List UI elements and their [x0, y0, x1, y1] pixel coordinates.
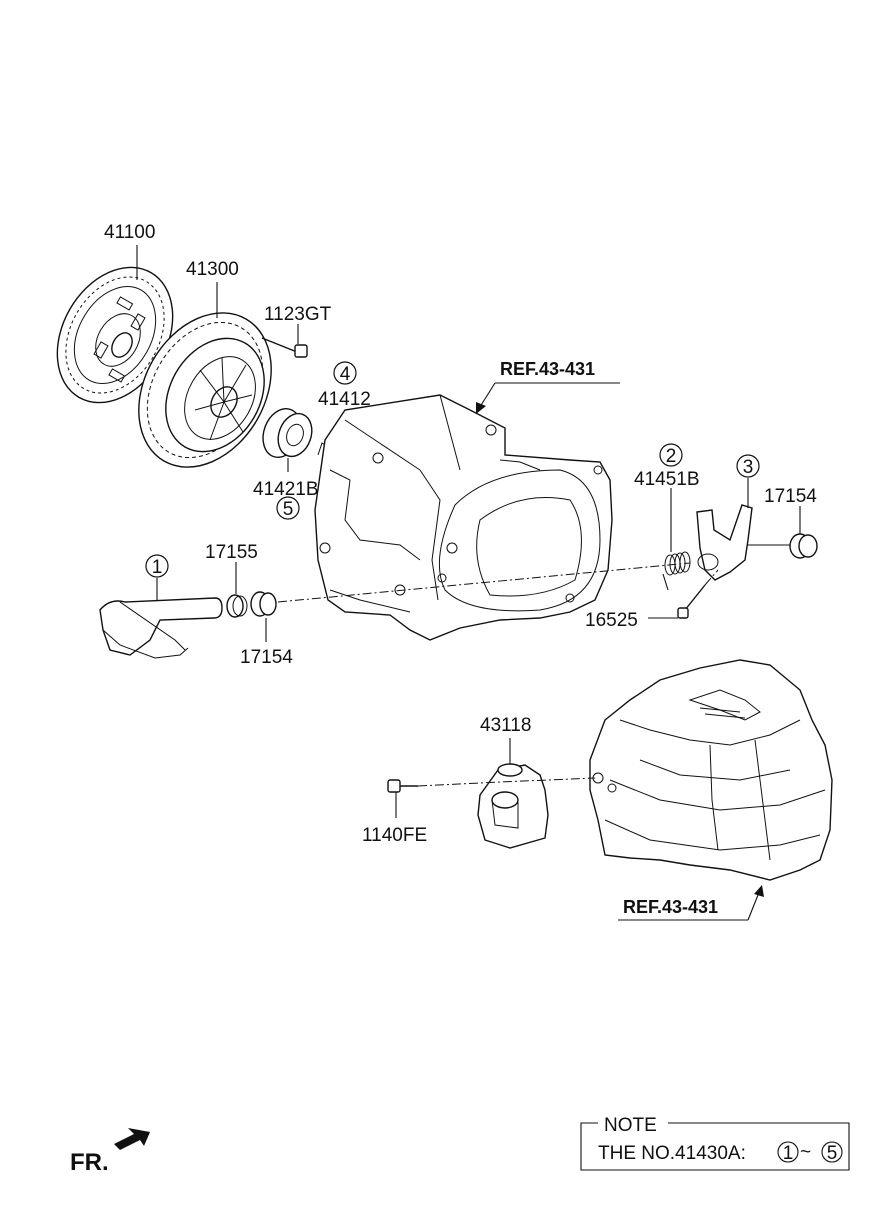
circle-1-text: 1 [152, 557, 163, 578]
note-box: NOTE THE NO.41430A: 1 ~ 5 [580, 1115, 850, 1171]
front-arrow-icon [114, 1128, 150, 1150]
release-fork-drawing [696, 504, 795, 581]
label-41412: 41412 [318, 389, 371, 410]
circle-2-text: 2 [666, 446, 677, 467]
transaxle-housing-lower-drawing [589, 659, 833, 881]
bushing-17154-left-drawing [250, 591, 277, 617]
label-17155: 17155 [205, 542, 258, 563]
bracket-43118-drawing [477, 763, 549, 849]
note-range-end: 5 [827, 1143, 838, 1164]
bushing-17155-drawing [226, 594, 248, 618]
note-text: THE NO.41430A: [598, 1143, 746, 1164]
circle-marker-5: 5 [276, 496, 300, 520]
bolt-1140fe-drawing [387, 779, 418, 793]
circle-marker-1: 1 [145, 554, 169, 578]
leader-16525-b [662, 573, 669, 591]
upper-centerline [277, 562, 691, 603]
note-range-start: 1 [783, 1143, 794, 1164]
clutch-disc-drawing [56, 266, 174, 404]
circle-marker-2: 2 [659, 443, 683, 467]
spring-41451b-drawing [664, 551, 691, 576]
front-label: FR. [70, 1149, 109, 1176]
label-41300: 41300 [186, 259, 239, 280]
ref-lower-label: REF.43-431 [623, 897, 718, 917]
release-bearing-drawing [262, 408, 313, 458]
front-direction-indicator: FR. [70, 1128, 150, 1176]
pressure-plate-drawing [138, 312, 272, 468]
label-17154-left: 17154 [240, 647, 293, 668]
label-43118: 43118 [480, 715, 531, 736]
bushing-17154-right-drawing [789, 533, 818, 559]
label-41451b: 41451B [634, 469, 700, 490]
bolt-1123gt-drawing [261, 337, 308, 358]
label-16525: 16525 [585, 610, 638, 631]
label-41100: 41100 [104, 222, 155, 243]
note-circle-end [821, 1141, 843, 1163]
circle-marker-4: 4 [333, 361, 357, 385]
transaxle-housing-upper-drawing [314, 394, 613, 641]
ref-lower-arrowhead [754, 885, 764, 897]
note-title: NOTE [604, 1115, 657, 1136]
ref-upper-label: REF.43-431 [500, 359, 595, 379]
note-circle-start [777, 1141, 799, 1163]
note-range-sep: ~ [800, 1142, 811, 1163]
circle-3-text: 3 [743, 457, 754, 478]
circle-5-text: 5 [283, 499, 294, 520]
bolt-16525-drawing [677, 569, 719, 619]
label-17154-right: 17154 [764, 486, 817, 507]
label-41421b: 41421B [253, 479, 319, 500]
circle-marker-3: 3 [736, 454, 760, 478]
ref-upper-arrowhead [476, 402, 486, 414]
label-1123gt: 1123GT [264, 304, 332, 325]
label-1140fe: 1140FE [362, 825, 427, 846]
circle-4-text: 4 [340, 364, 351, 385]
release-shaft-drawing [99, 597, 223, 659]
